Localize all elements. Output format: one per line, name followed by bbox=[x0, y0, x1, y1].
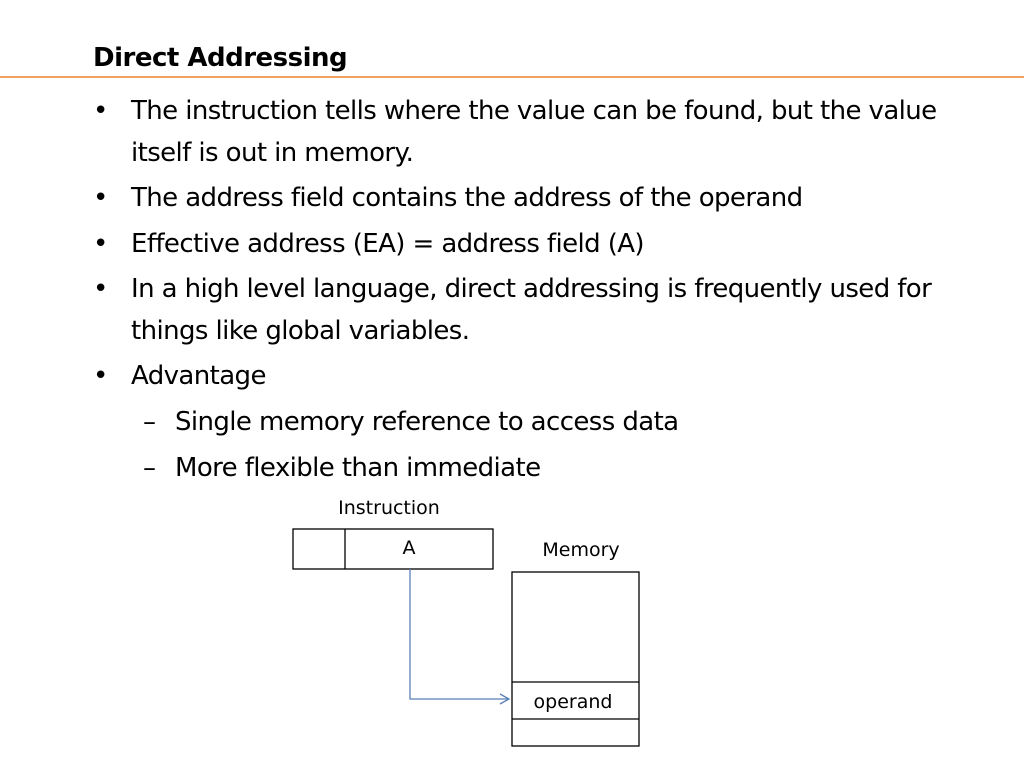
bullet-marker: • bbox=[93, 229, 108, 259]
bullet-item: • The address field contains the address… bbox=[93, 176, 993, 220]
sub-bullet-marker: – bbox=[143, 407, 156, 437]
bullet-marker: • bbox=[93, 183, 108, 213]
sub-bullet-item: – Single memory reference to access data bbox=[93, 400, 993, 444]
bullet-item: • Effective address (EA) = address field… bbox=[93, 222, 993, 266]
memory-label: Memory bbox=[542, 539, 619, 561]
sub-bullet-item: – More flexible than immediate bbox=[93, 446, 993, 490]
bullet-marker: • bbox=[93, 361, 108, 391]
bullet-marker: • bbox=[93, 96, 108, 126]
address-field-label: A bbox=[403, 537, 416, 559]
bullet-text: Effective address (EA) = address field (… bbox=[131, 229, 645, 259]
operand-label: operand bbox=[534, 691, 613, 713]
bullet-item: • The instruction tells where the value … bbox=[93, 90, 993, 174]
sub-bullet-marker: – bbox=[143, 453, 156, 483]
bullet-item: • Advantage bbox=[93, 354, 993, 398]
pointer-arrow bbox=[409, 569, 511, 705]
memory-block bbox=[511, 571, 640, 747]
bullet-text: The address field contains the address o… bbox=[131, 183, 803, 213]
slide-title: Direct Addressing bbox=[93, 43, 348, 73]
bullet-marker: • bbox=[93, 274, 108, 304]
instruction-box bbox=[292, 528, 494, 570]
sub-bullet-text: More flexible than immediate bbox=[175, 453, 541, 483]
bullet-list: • The instruction tells where the value … bbox=[93, 90, 993, 492]
sub-bullet-text: Single memory reference to access data bbox=[175, 407, 679, 437]
bullet-item: • In a high level language, direct addre… bbox=[93, 268, 993, 352]
title-underline bbox=[0, 76, 1024, 78]
bullet-text: Advantage bbox=[131, 361, 266, 391]
bullet-text: The instruction tells where the value ca… bbox=[131, 96, 937, 168]
instruction-label: Instruction bbox=[338, 497, 440, 519]
bullet-text: In a high level language, direct address… bbox=[131, 274, 932, 346]
